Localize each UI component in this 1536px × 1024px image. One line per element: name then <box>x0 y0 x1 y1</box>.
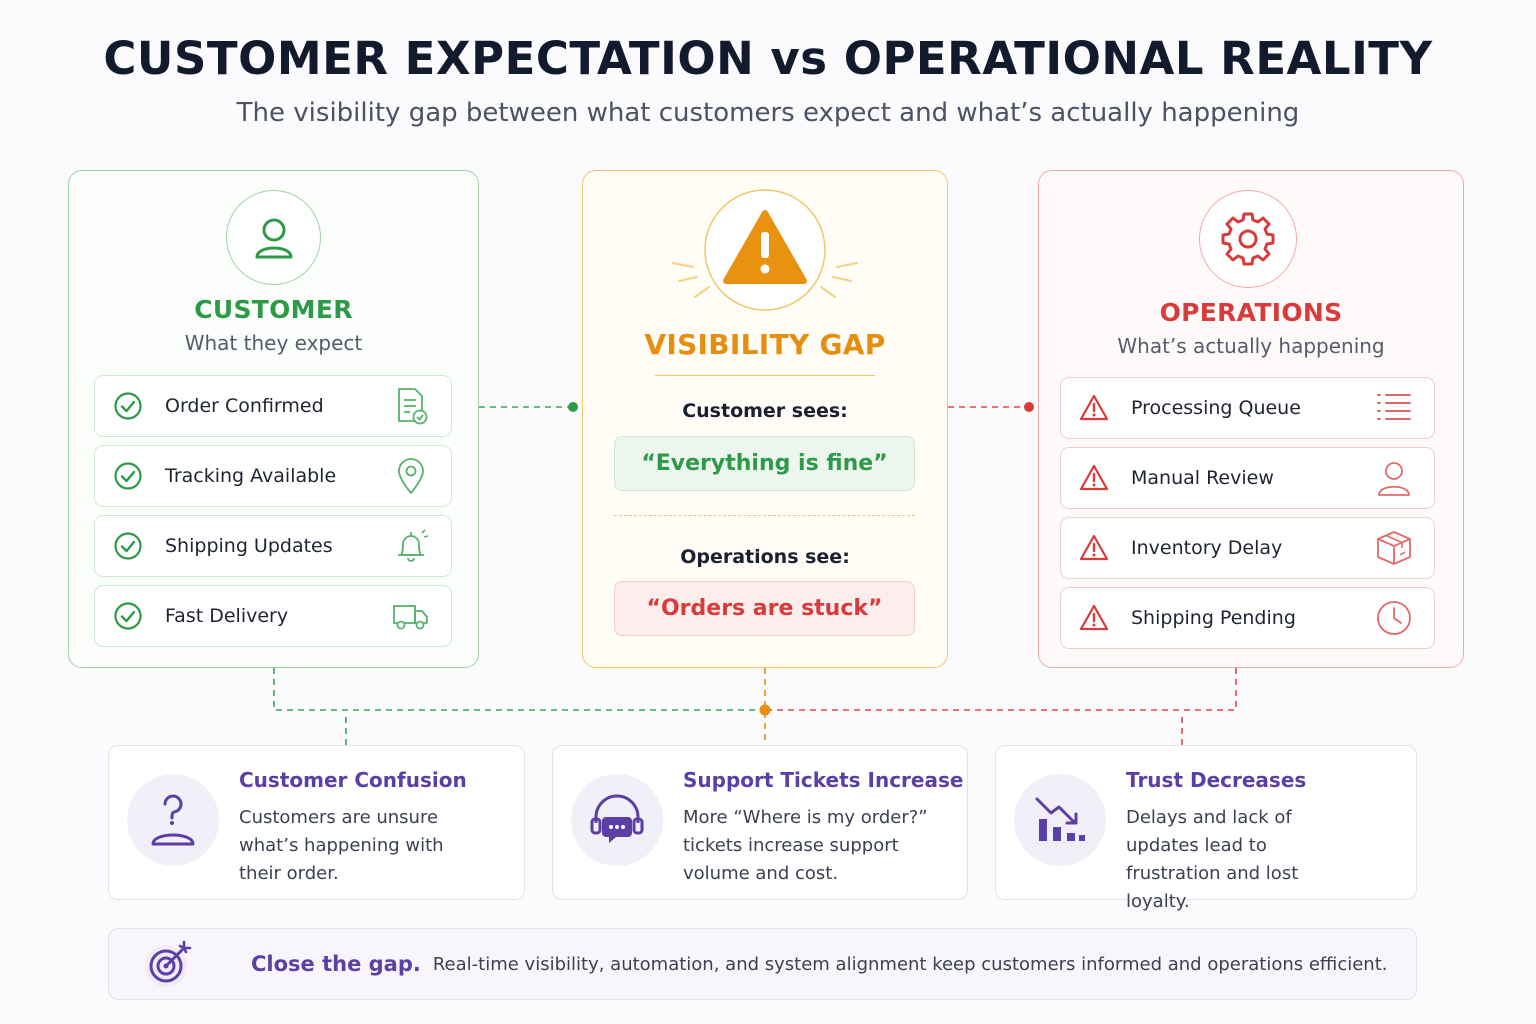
customer-item-tracking: Tracking Available <box>94 445 452 507</box>
gear-icon <box>1199 190 1297 288</box>
page-title: CUSTOMER EXPECTATION vs OPERATIONAL REAL… <box>103 32 1433 85</box>
headset-icon <box>571 774 663 866</box>
page-subtitle: The visibility gap between what customer… <box>236 98 1300 128</box>
item-label: Shipping Pending <box>1131 607 1296 629</box>
clock-icon <box>1377 601 1411 635</box>
customer-item-order-confirmed: Order Confirmed <box>94 375 452 437</box>
gap-title: VISIBILITY GAP <box>644 328 886 361</box>
consequence-card-support-tickets: Support Tickets Increase More “Where is … <box>552 745 968 900</box>
check-circle-icon <box>114 532 142 560</box>
item-label: Fast Delivery <box>165 605 289 627</box>
customer-quote: “Everything is fine” <box>614 436 915 491</box>
gap-divider <box>655 375 875 376</box>
consequence-title: Customer Confusion <box>239 768 467 792</box>
check-circle-icon <box>114 392 142 420</box>
item-label: Processing Queue <box>1131 397 1301 419</box>
consequence-title: Trust Decreases <box>1126 768 1307 792</box>
confused-person-icon <box>127 774 219 866</box>
customer-item-fast-delivery: Fast Delivery <box>94 585 452 647</box>
warning-triangle-icon <box>1079 534 1109 561</box>
consequence-desc: More “Where is my order?” tickets increa… <box>683 807 928 884</box>
customer-sees-label: Customer sees: <box>682 400 848 422</box>
warning-triangle-icon <box>1079 464 1109 491</box>
operations-title: OPERATIONS <box>1159 298 1343 327</box>
package-icon <box>1377 531 1411 565</box>
item-label: Order Confirmed <box>165 395 324 417</box>
consequence-desc: Customers are unsure what’s happening wi… <box>239 807 444 884</box>
operations-subtitle: What’s actually happening <box>1117 334 1385 358</box>
item-label: Tracking Available <box>165 465 337 487</box>
operations-item-manual-review: Manual Review <box>1060 447 1435 509</box>
operations-item-inventory-delay: Inventory Delay <box>1060 517 1435 579</box>
check-circle-icon <box>114 602 142 630</box>
target-icon <box>135 931 201 997</box>
map-pin-icon <box>398 458 424 494</box>
user-icon <box>1378 462 1410 496</box>
warning-triangle-icon <box>1079 604 1109 631</box>
list-icon <box>1377 394 1411 420</box>
operations-quote: “Orders are stuck” <box>614 581 915 636</box>
bell-icon <box>398 529 429 562</box>
warning-triangle-icon <box>1079 394 1109 421</box>
consequence-title: Support Tickets Increase <box>683 768 964 792</box>
item-label: Shipping Updates <box>165 535 333 557</box>
operations-item-shipping-pending: Shipping Pending <box>1060 587 1435 649</box>
document-check-icon <box>398 388 428 425</box>
check-circle-icon <box>114 462 142 490</box>
customer-item-shipping-updates: Shipping Updates <box>94 515 452 577</box>
customer-subtitle: What they expect <box>184 331 363 355</box>
footer-headline: Close the gap. <box>251 952 421 976</box>
user-icon <box>226 190 321 285</box>
declining-chart-icon <box>1014 774 1106 866</box>
customer-title: CUSTOMER <box>194 295 353 324</box>
gap-dashed-divider <box>614 515 915 516</box>
item-label: Inventory Delay <box>1131 537 1283 559</box>
consequence-desc: Delays and lack of updates lead to frust… <box>1126 807 1299 912</box>
consequence-card-trust: Trust Decreases Delays and lack of updat… <box>995 745 1417 912</box>
consequence-card-confusion: Customer Confusion Customers are unsure … <box>108 745 525 900</box>
item-label: Manual Review <box>1131 467 1274 489</box>
operations-see-label: Operations see: <box>680 546 850 568</box>
operations-item-processing-queue: Processing Queue <box>1060 377 1435 439</box>
close-the-gap-banner: Close the gap. Real-time visibility, aut… <box>108 928 1417 1000</box>
warning-icon <box>672 189 858 311</box>
truck-icon <box>393 605 428 630</box>
footer-text: Real-time visibility, automation, and sy… <box>432 953 1388 975</box>
